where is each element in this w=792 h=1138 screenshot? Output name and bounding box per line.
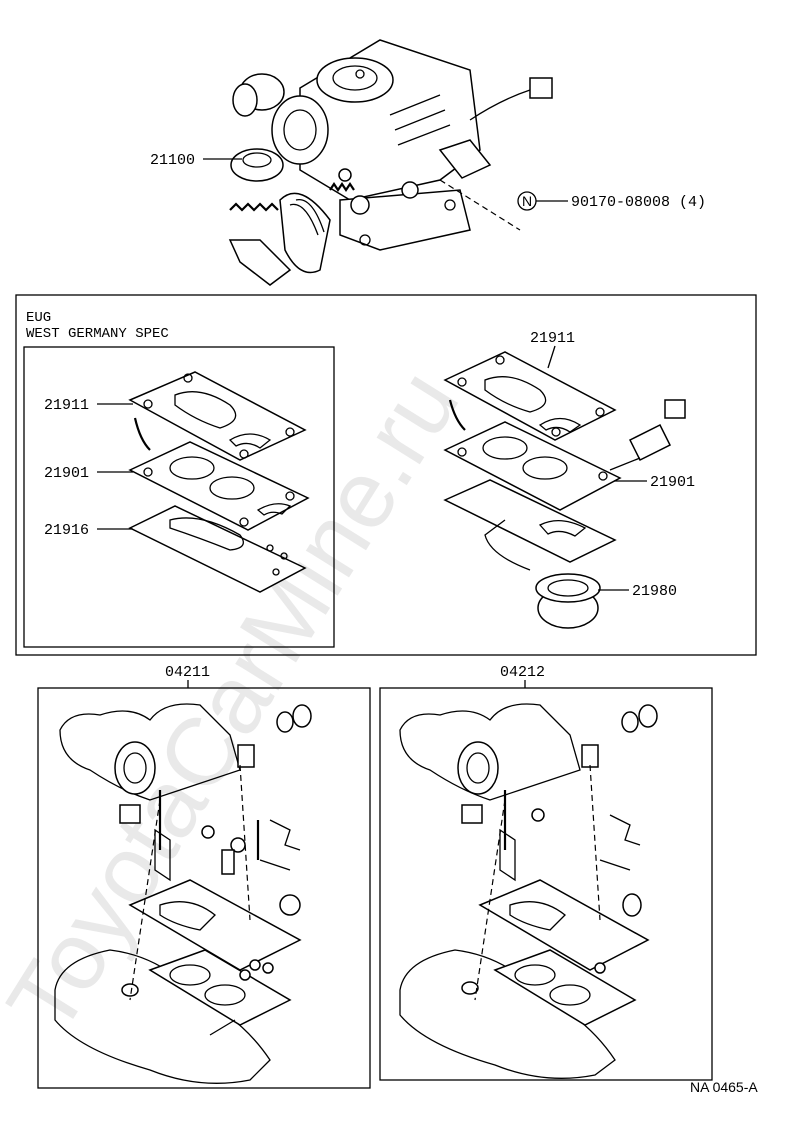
west-germany-subframe (23, 346, 335, 648)
spec-label-west-germany: WEST GERMANY SPEC (26, 326, 169, 342)
figure-reference: NA 0465-A (690, 1079, 758, 1095)
part-label-21911-left: 21911 (44, 397, 89, 414)
part-label-21911-right: 21911 (530, 330, 575, 347)
part-label-21901-right: 21901 (650, 474, 695, 491)
kit-04211-illustration (54, 703, 312, 1084)
carburetor-illustration (228, 39, 553, 286)
leader-line (547, 345, 556, 369)
kit-label-04212: 04212 (500, 664, 545, 681)
part-label-21916-left: 21916 (44, 522, 89, 539)
eug-spec-frame (15, 294, 757, 656)
kit-frame-04211 (37, 687, 371, 1089)
kit-frame-04212 (379, 687, 713, 1081)
left-gasket-stack (128, 371, 310, 593)
kit-label-04211: 04211 (165, 664, 210, 681)
part-label-21980: 21980 (632, 583, 677, 600)
part-label-21100: 21100 (150, 152, 195, 169)
spec-label-eug: EUG (26, 310, 51, 326)
kit-04212-illustration (399, 703, 658, 1079)
bolt-symbol-letter: N (522, 193, 532, 209)
part-label-21901-left: 21901 (44, 465, 89, 482)
right-gasket-stack (443, 351, 686, 629)
part-label-90170-08008: 90170-08008 (4) (571, 194, 706, 211)
